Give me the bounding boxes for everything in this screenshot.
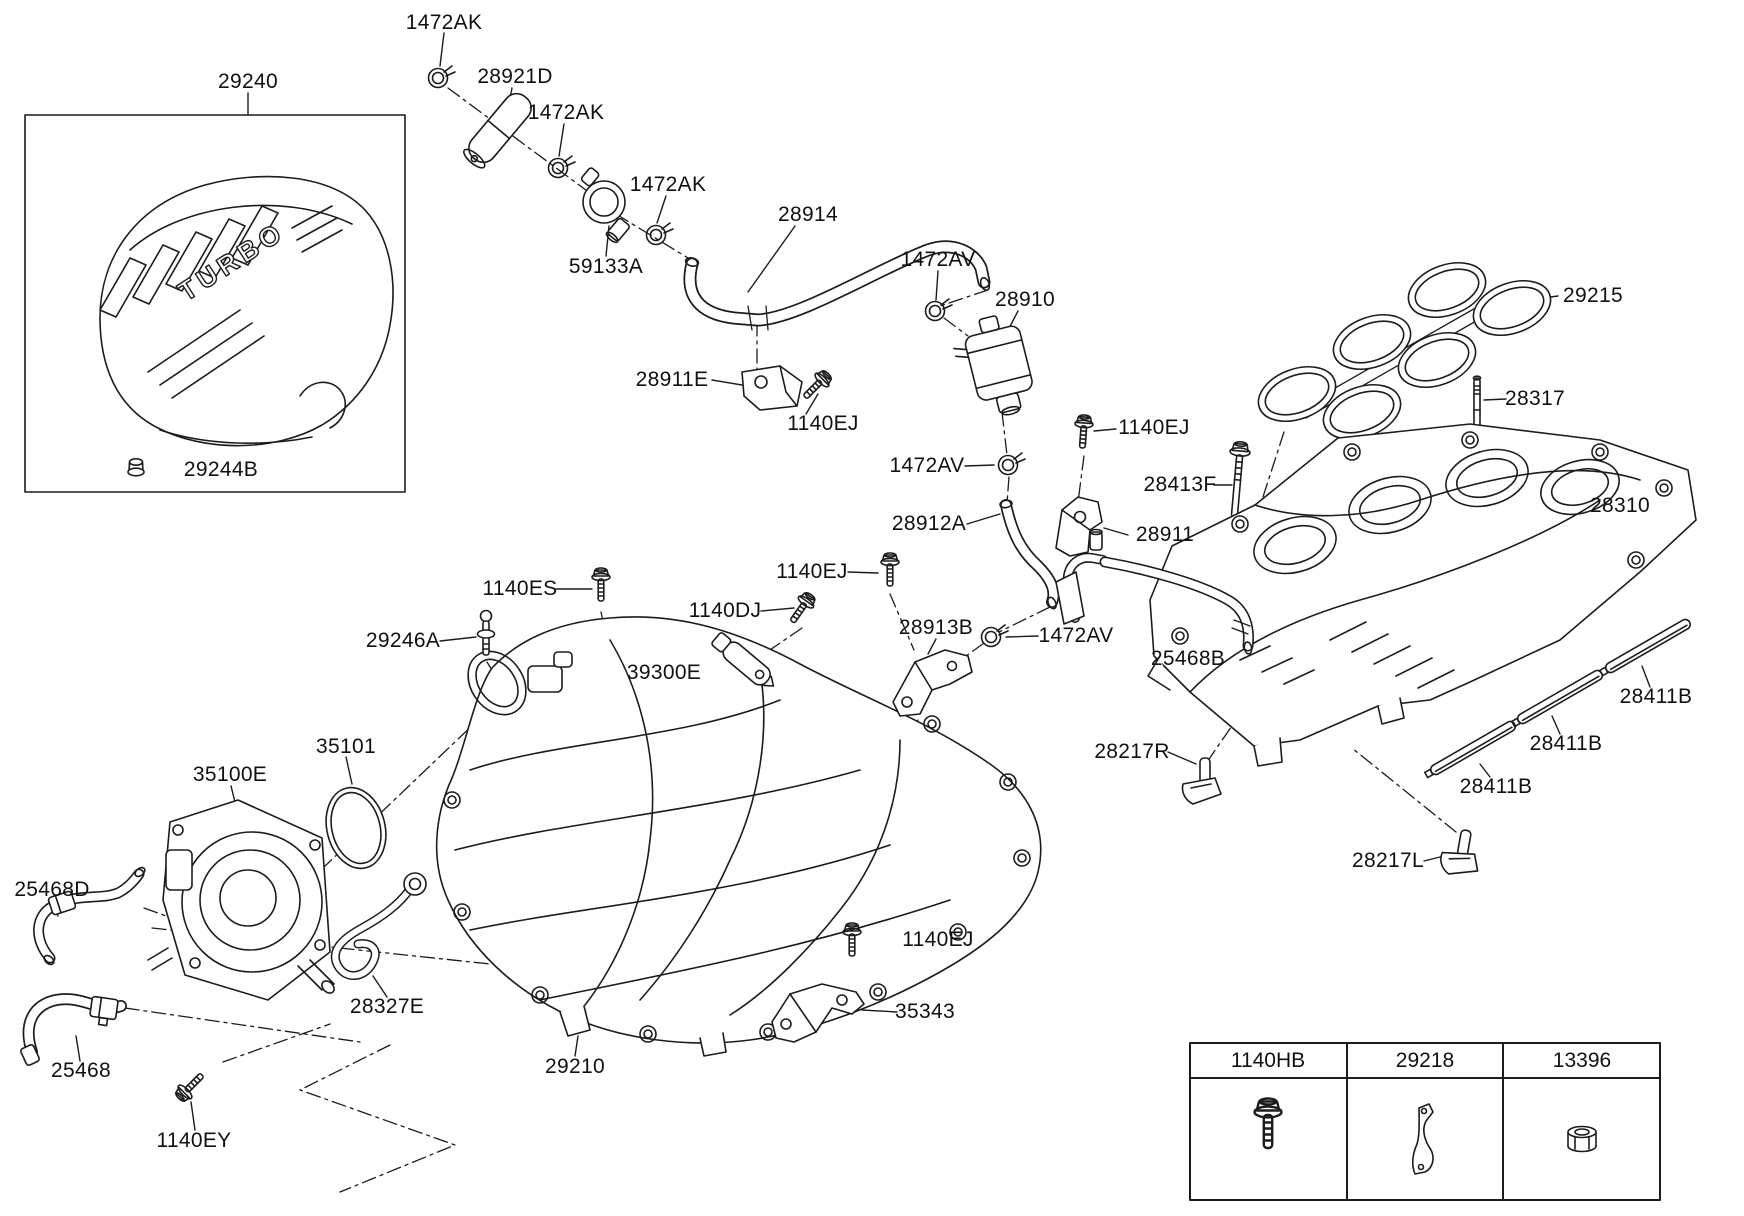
engine-cover-art: TURBO	[99, 175, 394, 447]
part-label-28921D: 28921D	[477, 65, 553, 88]
table-header-29218: 29218	[1395, 1049, 1455, 1072]
nut-icon	[1567, 1125, 1597, 1153]
part-label-25468D: 25468D	[14, 878, 90, 901]
part-label-25468B: 25468B	[1150, 647, 1226, 670]
part-label-28413F: 28413F	[1143, 473, 1217, 496]
part-label-1472AV-1: 1472AV	[900, 248, 976, 271]
clamp-1472AV-3	[980, 624, 1009, 648]
part-label-28317: 28317	[1505, 387, 1565, 410]
clamp-1472AK-1	[427, 65, 456, 89]
bolt-1140EY	[171, 1067, 210, 1106]
bracket-35343	[771, 983, 865, 1043]
part-label-1472AK-2: 1472AK	[527, 101, 605, 124]
sensor-39300E	[711, 632, 775, 687]
part-label-1140EY: 1140EY	[156, 1129, 232, 1152]
part-label-1472AK-1: 1472AK	[405, 11, 483, 34]
part-label-1140ES: 1140ES	[482, 577, 558, 600]
rod-28411B-1	[1597, 616, 1693, 679]
part-label-39300E: 39300E	[626, 661, 702, 684]
part-label-35101: 35101	[316, 735, 376, 758]
rod-28411B-3	[1422, 718, 1518, 781]
clamp-1472AV-1	[924, 298, 953, 322]
check-valve-59133A	[580, 167, 630, 244]
hose-28914	[683, 240, 991, 331]
bolt-1140EJ-2	[1072, 413, 1095, 450]
part-label-28914: 28914	[778, 203, 838, 226]
bolt-1140ES	[591, 567, 611, 602]
part-label-28911E: 28911E	[635, 368, 709, 391]
pcv-valve-28910	[953, 315, 1033, 416]
tube-28217R	[1181, 757, 1222, 805]
grommet-29244B	[127, 457, 145, 477]
part-label-28912A: 28912A	[891, 512, 967, 535]
table-header-13396: 13396	[1552, 1049, 1612, 1072]
part-label-28411B-2: 28411B	[1529, 732, 1603, 755]
stud-28317	[1472, 375, 1482, 433]
part-label-28217L: 28217L	[1352, 849, 1424, 872]
part-label-59133A: 59133A	[568, 255, 644, 278]
bolt-28413F	[1229, 440, 1251, 518]
part-label-35343: 35343	[895, 1000, 955, 1023]
throttle-body-35100E	[147, 799, 335, 1001]
bracket-icon	[1412, 1103, 1434, 1175]
part-label-1472AV-3: 1472AV	[1038, 624, 1114, 647]
part-label-1140EJ-2: 1140EJ	[1118, 416, 1190, 439]
part-label-28911: 28911	[1135, 523, 1195, 546]
gasket-29215	[1257, 262, 1552, 440]
part-label-29244B: 29244B	[183, 458, 259, 481]
part-label-28910: 28910	[995, 288, 1055, 311]
bolt-1140EJ-3	[880, 552, 900, 587]
part-label-28217R: 28217R	[1094, 740, 1170, 763]
table-header-1140HB: 1140HB	[1230, 1049, 1306, 1072]
part-label-28310: 28310	[1590, 494, 1650, 517]
hose-28327E	[330, 872, 427, 980]
part-label-1472AV-2: 1472AV	[889, 454, 965, 477]
part-label-29246A: 29246A	[365, 629, 441, 652]
clamp-1472AV-2	[997, 452, 1026, 476]
tube-28217L	[1440, 829, 1479, 875]
part-label-1140EJ-1: 1140EJ	[787, 412, 859, 435]
part-label-1140EJ-3: 1140EJ	[776, 560, 848, 583]
lower-manifold-28310	[1147, 423, 1697, 767]
hose-28912A	[999, 499, 1060, 610]
part-label-28913B: 28913B	[898, 616, 974, 639]
bracket-28911E	[741, 365, 803, 411]
part-label-28327E: 28327E	[349, 995, 425, 1018]
rod-28411B-2	[1509, 667, 1605, 730]
part-label-1140DJ: 1140DJ	[688, 599, 762, 622]
part-label-28411B-3: 28411B	[1459, 775, 1533, 798]
hose-25468	[20, 993, 127, 1066]
part-label-29240: 29240	[218, 70, 278, 93]
part-label-1472AK-3: 1472AK	[629, 173, 707, 196]
part-label-29215: 29215	[1563, 284, 1623, 307]
part-label-1140EJ-4: 1140EJ	[902, 928, 974, 951]
part-label-25468: 25468	[51, 1059, 111, 1082]
bolt-1140EJ-1	[797, 366, 836, 405]
bracket-28911	[1055, 496, 1103, 557]
bracket-28913B	[892, 649, 973, 717]
hose-25468B	[1055, 528, 1254, 655]
upper-manifold-29210	[435, 616, 1042, 1057]
part-label-29210: 29210	[545, 1055, 605, 1078]
hose-25468D	[33, 866, 146, 966]
oring-35101	[325, 786, 387, 870]
clamp-1472AK-3	[645, 222, 674, 246]
part-label-28411B-1: 28411B	[1619, 685, 1693, 708]
part-label-35100E: 35100E	[192, 763, 268, 786]
clamp-1472AK-2	[547, 155, 576, 179]
screw-29246A	[476, 609, 496, 656]
tube-28921D	[463, 92, 532, 169]
